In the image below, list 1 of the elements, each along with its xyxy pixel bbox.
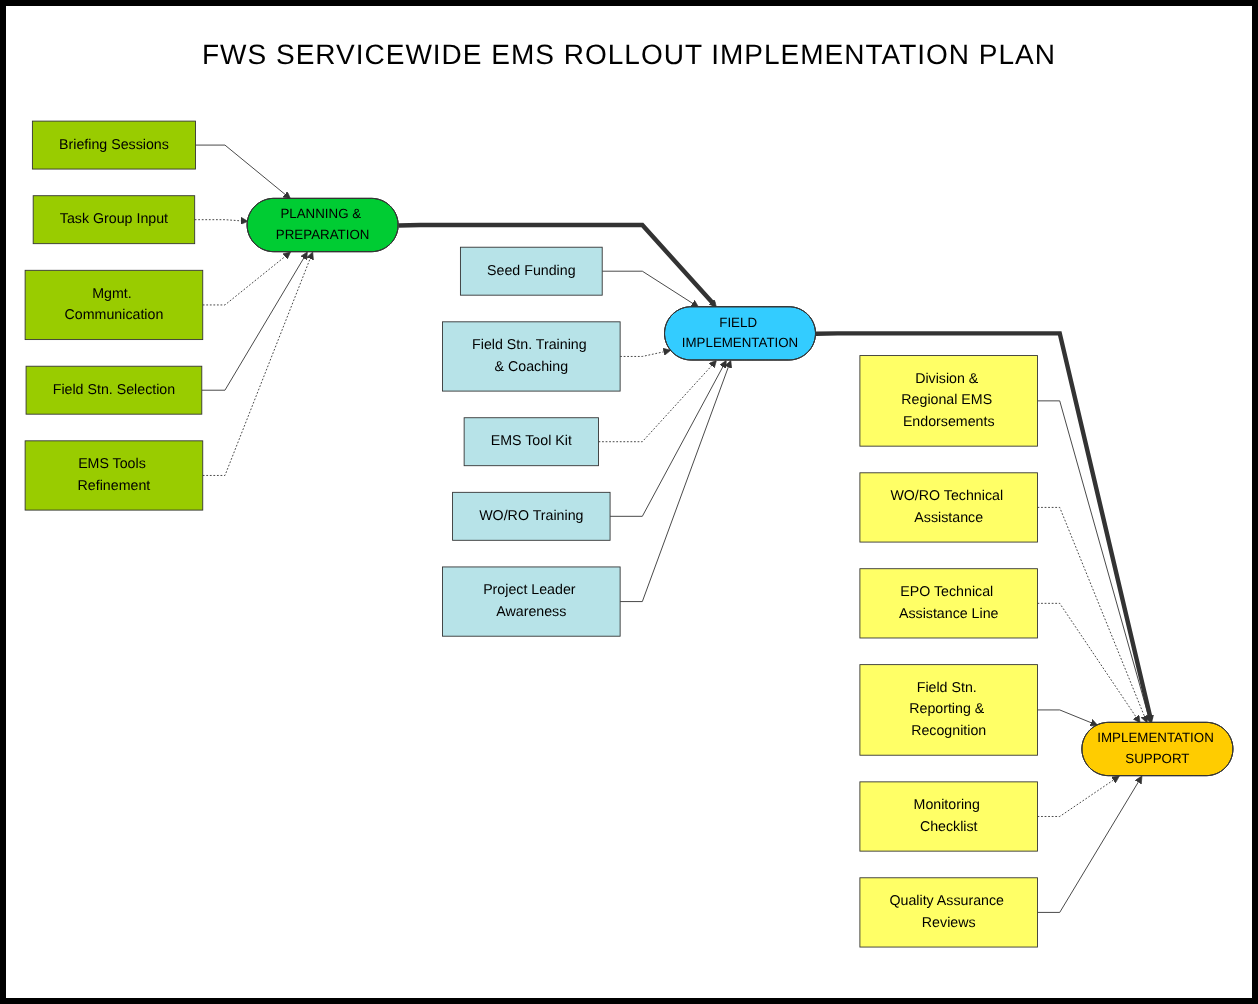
diagram-title: FWS SERVICEWIDE EMS ROLLOUT IMPLEMENTATION PLAN: [202, 38, 1056, 70]
